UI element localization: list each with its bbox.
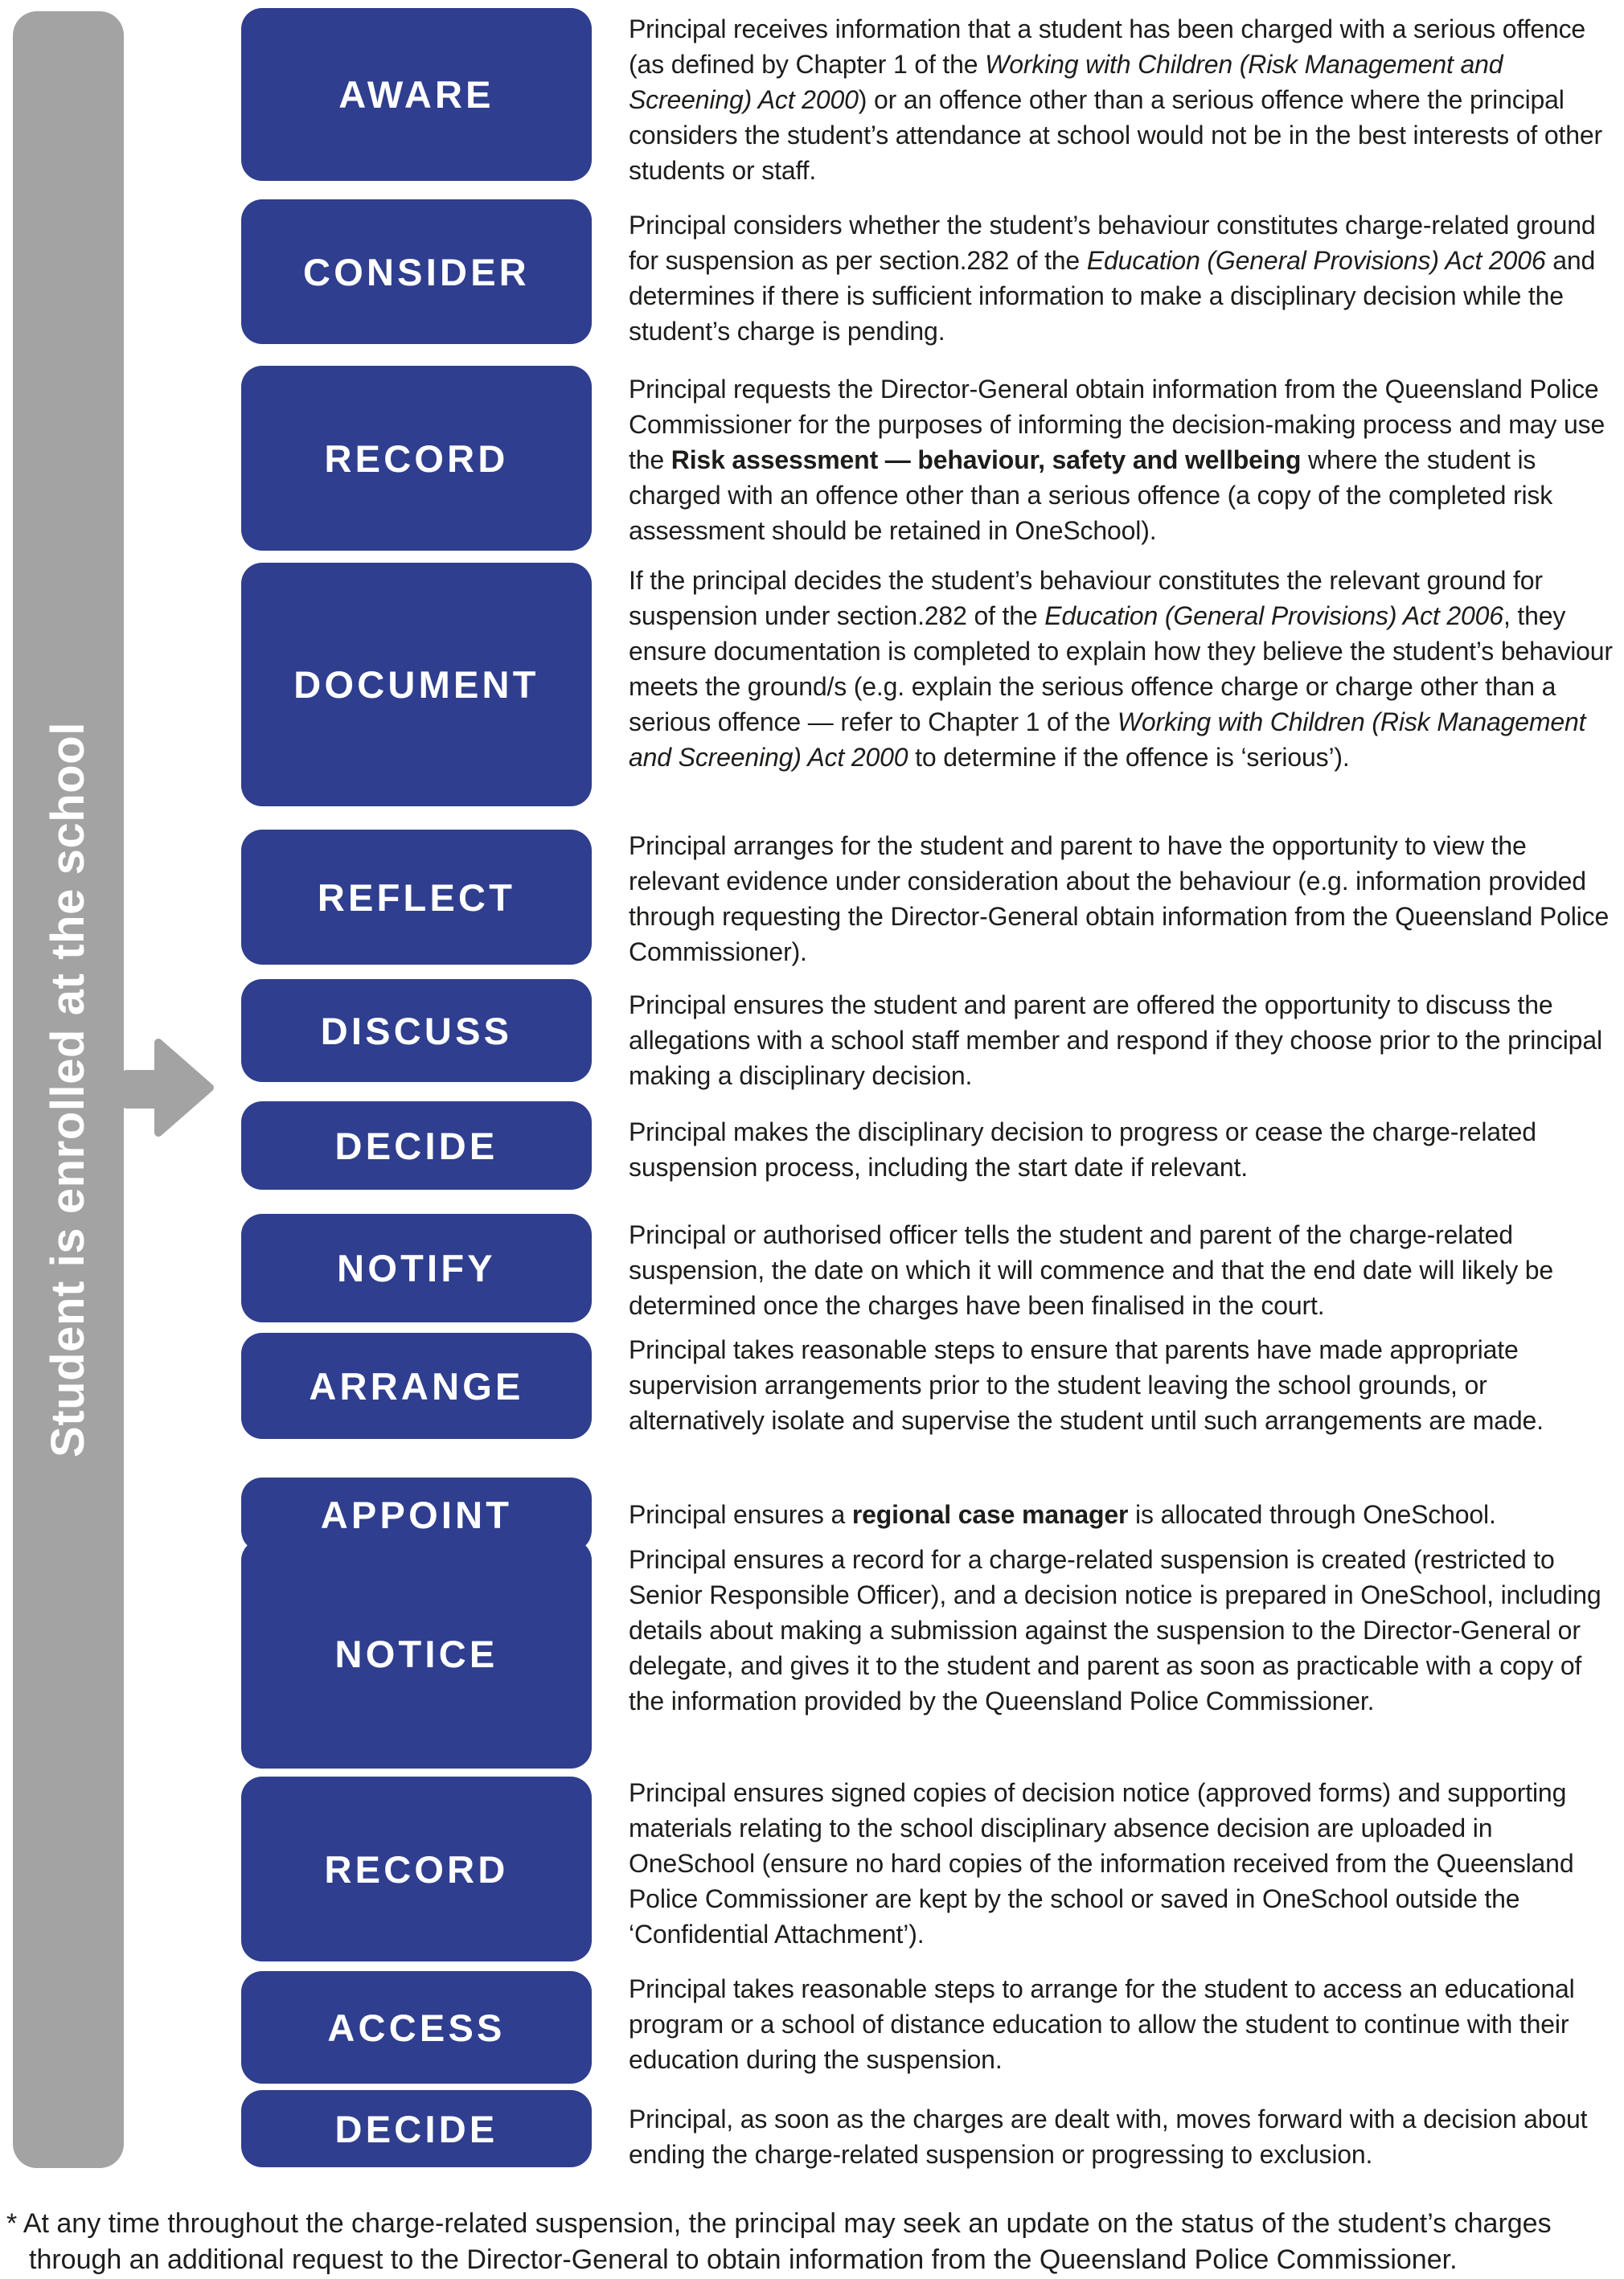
step-description-consider: Principal considers whether the student’… bbox=[629, 211, 1596, 346]
step-box-discuss: DISCUSS bbox=[241, 979, 592, 1082]
step-description-appoint: Principal ensures a regional case manage… bbox=[629, 1500, 1496, 1529]
step-label-discuss: DISCUSS bbox=[320, 1009, 513, 1052]
step-box-arrange: ARRANGE bbox=[241, 1333, 592, 1439]
flow-arrow-icon bbox=[122, 1039, 214, 1137]
step-label-arrange: ARRANGE bbox=[309, 1364, 524, 1408]
step-box-record-1: RECORD bbox=[241, 366, 592, 551]
step-label-decide-1: DECIDE bbox=[334, 1124, 498, 1167]
step-description-access: Principal takes reasonable steps to arra… bbox=[629, 1974, 1575, 2074]
footnote: * At any time throughout the charge-rela… bbox=[6, 2206, 1624, 2278]
step-label-notify: NOTIFY bbox=[337, 1247, 496, 1289]
step-description-arrange: Principal takes reasonable steps to ensu… bbox=[629, 1335, 1544, 1435]
step-label-aware: AWARE bbox=[338, 73, 494, 116]
step-box-notify: NOTIFY bbox=[241, 1214, 592, 1322]
step-label-decide-2: DECIDE bbox=[334, 2107, 498, 2150]
step-description-record-2: Principal ensures signed copies of decis… bbox=[629, 1778, 1574, 1949]
step-box-document: DOCUMENT bbox=[241, 563, 592, 806]
step-box-aware: AWARE bbox=[241, 8, 592, 181]
enrolment-rail: Student is enrolled at the school bbox=[13, 11, 124, 2168]
step-label-appoint: APPOINT bbox=[320, 1493, 513, 1536]
step-label-consider: CONSIDER bbox=[303, 250, 530, 293]
step-description-aware: Principal receives information that a st… bbox=[629, 14, 1602, 185]
step-description-decide-2: Principal, as soon as the charges are de… bbox=[629, 2105, 1588, 2169]
step-box-decide-1: DECIDE bbox=[241, 1101, 592, 1190]
footnote-asterisk: * bbox=[6, 2208, 23, 2239]
enrolment-rail-label: Student is enrolled at the school bbox=[42, 721, 95, 1458]
step-description-notify: Principal or authorised officer tells th… bbox=[629, 1220, 1554, 1320]
step-box-decide-2: DECIDE bbox=[241, 2090, 592, 2167]
footnote-text: At any time throughout the charge-relate… bbox=[23, 2208, 1552, 2275]
step-description-decide-1: Principal makes the disciplinary decisio… bbox=[629, 1117, 1536, 1182]
step-box-access: ACCESS bbox=[241, 1971, 592, 2084]
step-box-reflect: REFLECT bbox=[241, 830, 592, 965]
step-box-appoint: APPOINT bbox=[241, 1478, 592, 1551]
step-label-record-2: RECORD bbox=[324, 1847, 509, 1891]
step-box-consider: CONSIDER bbox=[241, 199, 592, 344]
step-description-document: If the principal decides the student’s b… bbox=[629, 566, 1613, 772]
step-label-document: DOCUMENT bbox=[293, 663, 539, 706]
step-label-record-1: RECORD bbox=[324, 437, 509, 480]
step-description-reflect: Principal arranges for the student and p… bbox=[629, 831, 1610, 966]
step-description-discuss: Principal ensures the student and parent… bbox=[629, 990, 1602, 1090]
step-label-access: ACCESS bbox=[327, 2006, 506, 2049]
step-description-record-1: Principal requests the Director-General … bbox=[629, 375, 1606, 545]
step-description-notice: Principal ensures a record for a charge-… bbox=[629, 1545, 1601, 1715]
step-box-record-2: RECORD bbox=[241, 1777, 592, 1961]
step-label-notice: NOTICE bbox=[334, 1633, 498, 1675]
step-box-notice: NOTICE bbox=[241, 1539, 592, 1769]
step-label-reflect: REFLECT bbox=[317, 875, 516, 919]
